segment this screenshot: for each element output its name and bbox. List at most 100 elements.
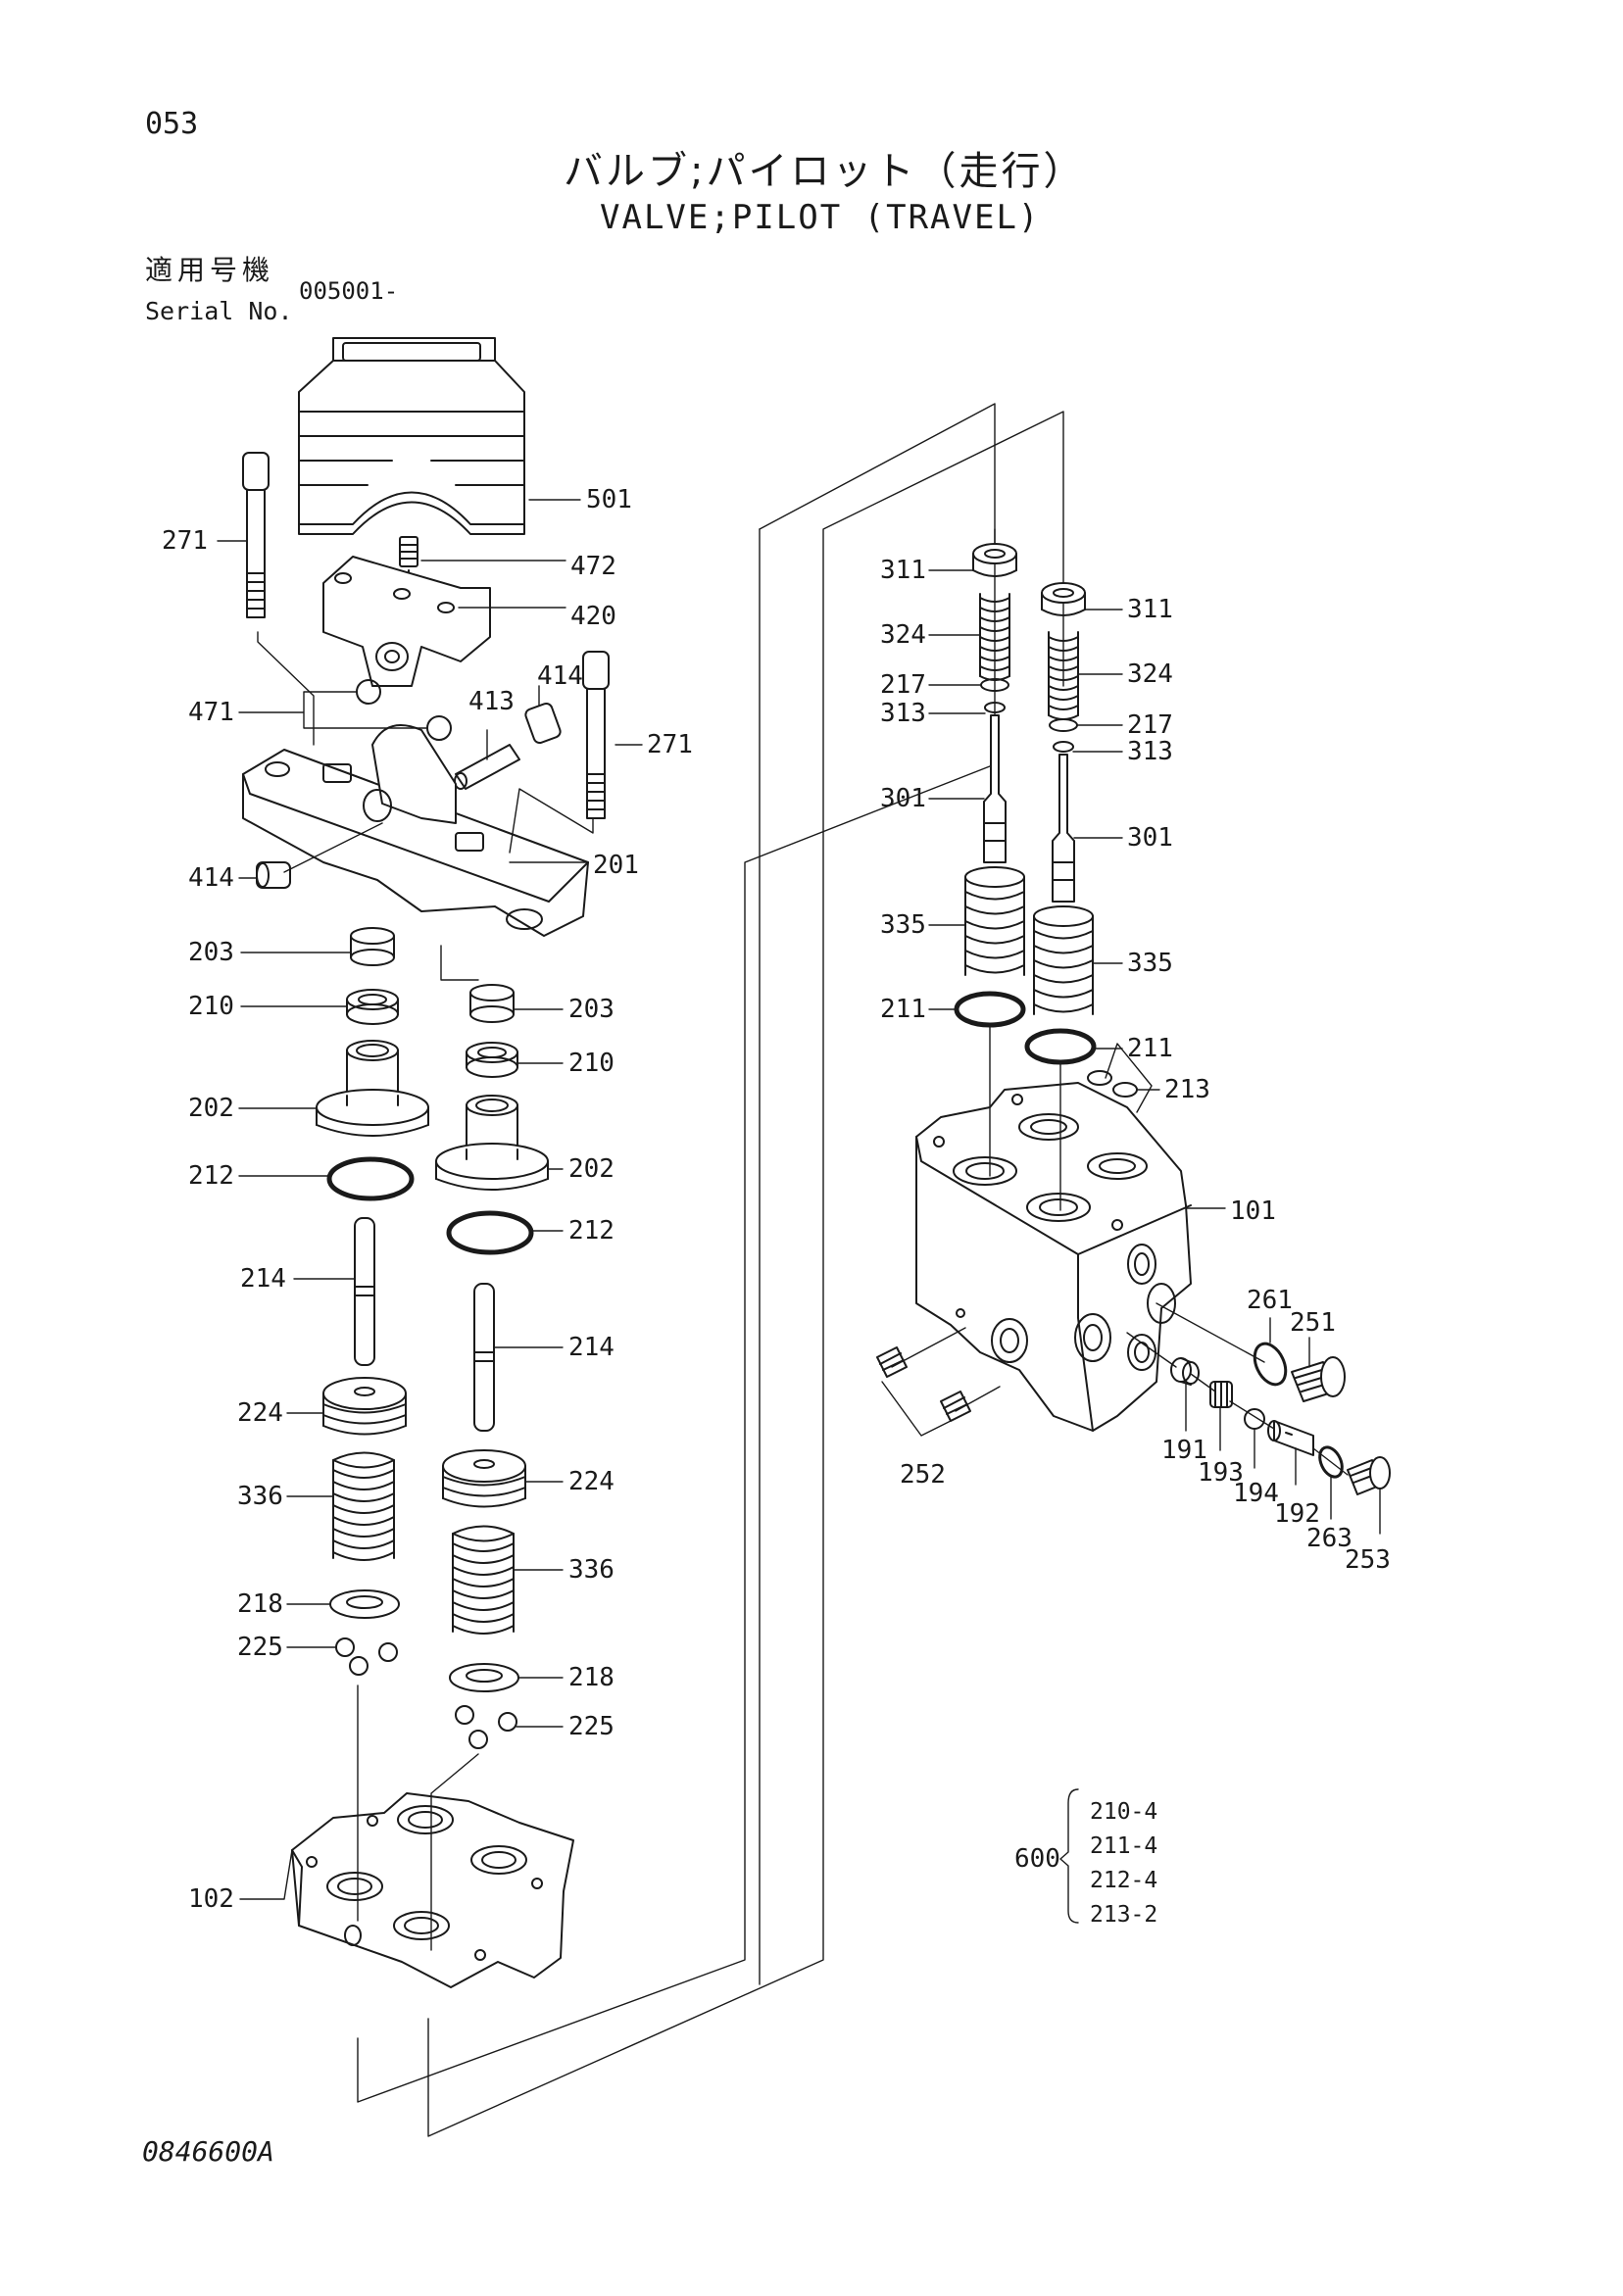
callout-217-right: 217 xyxy=(1127,710,1173,740)
part-202-plug-left xyxy=(317,1041,428,1136)
part-218-washer-left xyxy=(330,1590,399,1618)
part-311-cap-right xyxy=(1042,583,1085,615)
seal-kit-item: 211-4 xyxy=(1090,1833,1158,1859)
part-261-oring xyxy=(1249,1339,1292,1390)
drawing-number: 0846600A xyxy=(142,2135,274,2168)
left-assembly-guide-lines xyxy=(258,404,1063,2136)
callout-210-right: 210 xyxy=(568,1049,615,1078)
part-192-seat xyxy=(1268,1421,1313,1455)
callout-336-left: 336 xyxy=(237,1482,283,1511)
callout-210-left: 210 xyxy=(188,992,234,1021)
callout-471: 471 xyxy=(188,698,234,727)
callout-301-right: 301 xyxy=(1127,823,1173,853)
part-203-piston-left xyxy=(351,928,394,965)
callout-252: 252 xyxy=(900,1460,946,1490)
callout-203-right: 203 xyxy=(568,995,615,1024)
callout-336-right: 336 xyxy=(568,1555,615,1585)
part-224-seat-left xyxy=(323,1378,406,1435)
seal-kit-item: 212-4 xyxy=(1090,1868,1158,1893)
callout-414-upper: 414 xyxy=(537,661,583,691)
callout-201: 201 xyxy=(593,851,639,880)
callout-225-right: 225 xyxy=(568,1712,615,1741)
serial-label-english: Serial No. xyxy=(145,297,293,325)
part-336-spring-left xyxy=(333,1453,394,1561)
part-501-boot xyxy=(299,338,524,534)
callout-217-left: 217 xyxy=(880,670,926,700)
part-252-plug-a xyxy=(877,1347,907,1377)
part-193-filter xyxy=(1210,1382,1232,1407)
callout-301-left: 301 xyxy=(880,784,926,813)
part-224-seat-right xyxy=(443,1450,525,1507)
part-210-seal-left xyxy=(347,990,398,1024)
callout-263: 263 xyxy=(1306,1524,1352,1553)
part-251-plug xyxy=(1292,1357,1345,1401)
part-102-casing xyxy=(292,1793,573,1987)
part-214-pushrod-left xyxy=(355,1218,374,1365)
callout-214-left: 214 xyxy=(240,1264,286,1294)
part-218-washer-right xyxy=(450,1664,518,1691)
callout-194: 194 xyxy=(1233,1479,1279,1508)
callout-213: 213 xyxy=(1164,1075,1210,1104)
part-471-ball-b xyxy=(427,716,451,740)
title-japanese: バルブ;パイロット（走行） xyxy=(564,149,1086,194)
callout-253: 253 xyxy=(1345,1545,1391,1575)
part-263-oring xyxy=(1315,1443,1347,1480)
callout-218-right: 218 xyxy=(568,1663,615,1692)
seal-kit-item: 210-4 xyxy=(1090,1799,1158,1825)
part-212-oring-right xyxy=(449,1213,531,1252)
part-217-washer-right xyxy=(1050,719,1077,731)
title-english: VALVE;PILOT (TRAVEL) xyxy=(600,198,1041,237)
callout-211-right: 211 xyxy=(1127,1034,1173,1063)
callout-313-right: 313 xyxy=(1127,737,1173,766)
callout-420: 420 xyxy=(570,602,616,631)
part-420-cam xyxy=(323,557,490,686)
callout-202-right: 202 xyxy=(568,1154,615,1184)
callout-414-lower: 414 xyxy=(188,863,234,893)
callout-211-left: 211 xyxy=(880,995,926,1024)
part-212-oring-left xyxy=(329,1159,412,1198)
callout-224-right: 224 xyxy=(568,1467,615,1496)
part-335-spring-right xyxy=(1034,906,1093,1014)
callout-193: 193 xyxy=(1198,1458,1244,1488)
part-214-pushrod-right xyxy=(474,1284,494,1431)
callout-203-left: 203 xyxy=(188,938,234,967)
callout-101: 101 xyxy=(1230,1197,1276,1226)
callout-202-left: 202 xyxy=(188,1094,234,1123)
callout-212-left: 212 xyxy=(188,1161,234,1191)
callout-324-left: 324 xyxy=(880,620,926,650)
serial-label-japanese: 適用号機 xyxy=(145,254,275,286)
part-336-spring-right xyxy=(453,1527,514,1635)
part-201-plate xyxy=(243,725,588,936)
part-191-sleeve xyxy=(1171,1358,1199,1385)
part-203-piston-right xyxy=(470,985,514,1022)
part-225-balls-right xyxy=(456,1706,516,1748)
part-210-seal-right xyxy=(467,1043,517,1077)
callout-335-left: 335 xyxy=(880,910,926,940)
callout-261: 261 xyxy=(1247,1286,1293,1315)
callout-271-left: 271 xyxy=(162,526,208,556)
part-252-plug-b xyxy=(941,1392,970,1421)
callout-251: 251 xyxy=(1290,1308,1336,1338)
part-414-bushing-lower xyxy=(257,862,290,888)
callout-472: 472 xyxy=(570,552,616,581)
callout-214-right: 214 xyxy=(568,1333,615,1362)
callout-218-left: 218 xyxy=(237,1589,283,1619)
callout-324-right: 324 xyxy=(1127,659,1173,689)
part-301-spool-right xyxy=(1053,755,1074,902)
part-313-spacer-left xyxy=(985,703,1005,712)
part-225-balls-left xyxy=(336,1638,397,1675)
seal-kit-number: 600 xyxy=(1014,1844,1060,1874)
callout-224-left: 224 xyxy=(237,1398,283,1428)
part-271-bolt-right xyxy=(583,652,609,818)
serial-number-value: 005001- xyxy=(299,277,399,305)
seal-kit-item: 213-2 xyxy=(1090,1902,1158,1928)
page-number: 053 xyxy=(145,107,199,141)
callout-501: 501 xyxy=(586,485,632,514)
part-335-spring-left xyxy=(965,867,1024,975)
part-211-oring-right xyxy=(1027,1031,1094,1062)
part-471-ball-a xyxy=(357,680,380,704)
callout-191: 191 xyxy=(1161,1436,1207,1465)
callout-311-right: 311 xyxy=(1127,595,1173,624)
part-414-bushing-upper xyxy=(524,702,563,744)
